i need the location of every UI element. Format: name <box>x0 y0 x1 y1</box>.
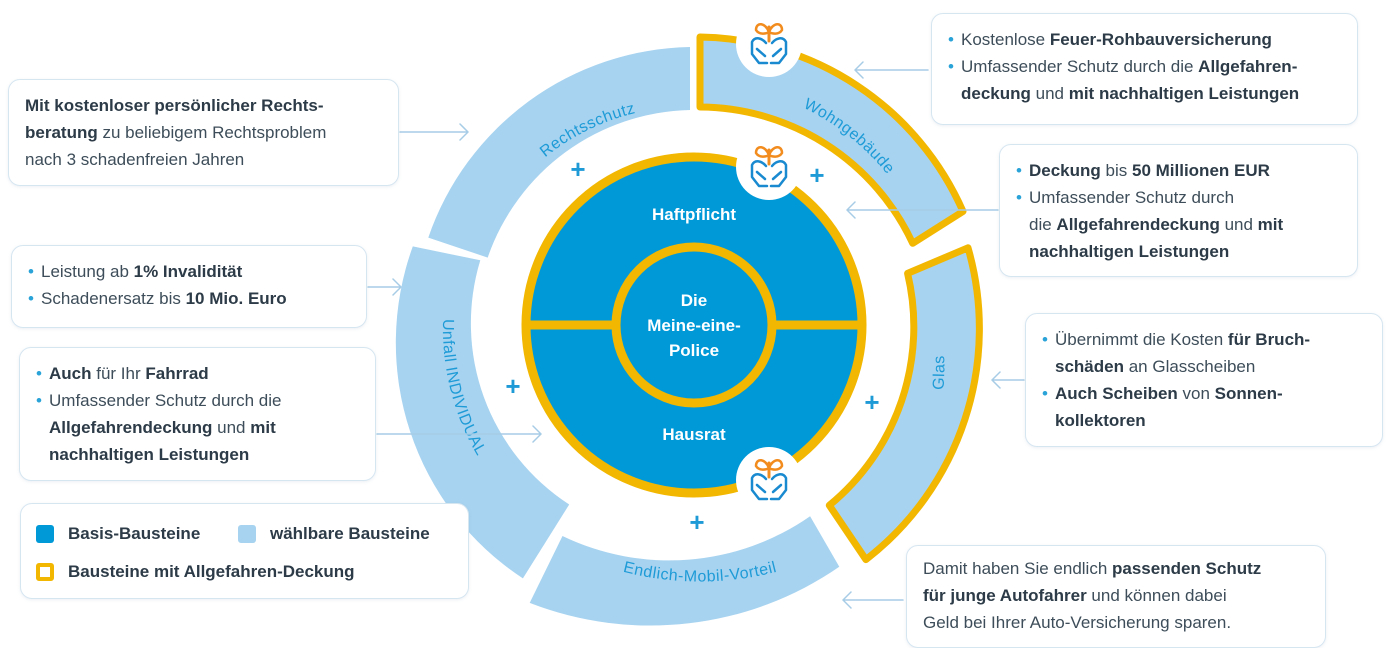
legend-item-optional: wählbare Bausteine <box>238 524 430 544</box>
arrow-hausrat <box>376 425 542 443</box>
card-haftpflicht: Deckung bis 50 Millionen EUR Umfassender… <box>999 144 1358 277</box>
segment-wohngebaeude <box>696 33 967 247</box>
segment-glas <box>825 244 983 564</box>
segment-unfall <box>395 246 570 579</box>
arrow-glas <box>991 371 1025 389</box>
legend-swatch-allrisk <box>36 563 54 581</box>
center-circle <box>611 242 777 408</box>
card-wohngebaeude: Kostenlose Feuer-Rohbauversicherung Umfa… <box>931 13 1358 125</box>
card-bullet: Schadenersatz bis 10 Mio. Euro <box>28 285 352 312</box>
basis-label-hausrat: Hausrat <box>662 425 726 444</box>
card-bullet: Leistung ab 1% Invalidität <box>28 258 352 285</box>
legend-swatch-basis <box>36 525 54 543</box>
legend-label-allrisk: Bausteine mit Allgefahren-Deckung <box>68 562 355 581</box>
legend-label-optional: wählbare Bausteine <box>270 524 430 543</box>
arrow-wohngebaeude <box>854 61 929 79</box>
arrow-unfall <box>367 278 402 296</box>
card-bullet: Auch für Ihr Fahrrad <box>36 360 361 387</box>
card-bullet: Deckung bis 50 Millionen EUR <box>1016 157 1343 184</box>
center-title-line3: Police <box>669 341 719 360</box>
card-endlich-mobil: Damit haben Sie endlich passenden Schutz… <box>906 545 1326 648</box>
sustainability-hands-icon <box>734 132 804 202</box>
segment-endlich-mobil <box>529 516 840 626</box>
center-title-line2: Meine-eine- <box>647 316 741 335</box>
plus-icon: + <box>864 387 879 417</box>
legend-item-basis: Basis-Bausteine <box>36 524 200 544</box>
card-unfall: Leistung ab 1% Invalidität Schadenersatz… <box>11 245 367 328</box>
arrow-rechtsschutz <box>399 123 469 141</box>
card-rechtsschutz: Mit kostenloser persönlicher Rechts- ber… <box>8 79 399 186</box>
card-bullet: Umfassender Schutz durch die Allgefahren… <box>948 53 1343 107</box>
sustainability-hands-icon <box>734 445 804 515</box>
card-bullet: Kostenlose Feuer-Rohbauversicherung <box>948 26 1343 53</box>
card-hausrat: Auch für Ihr Fahrrad Umfassender Schutz … <box>19 347 376 481</box>
card-bullet: Übernimmt die Kosten für Bruch-schäden a… <box>1042 326 1368 380</box>
legend: Basis-Bausteine wählbare Bausteine Baust… <box>20 503 469 599</box>
center-title-line1: Die <box>681 291 707 310</box>
plus-icon: + <box>570 154 585 184</box>
card-bullet: Umfassender Schutz durch dieAllgefahrend… <box>36 387 361 468</box>
basis-label-haftpflicht: Haftpflicht <box>652 205 736 224</box>
plus-icon: + <box>689 507 704 537</box>
card-bullet: Auch Scheiben von Sonnen-kollektoren <box>1042 380 1368 434</box>
legend-item-allrisk: Bausteine mit Allgefahren-Deckung <box>36 562 355 582</box>
card-glas: Übernimmt die Kosten für Bruch-schäden a… <box>1025 313 1383 447</box>
plus-icon: + <box>809 160 824 190</box>
segment-label-glas: Glas <box>930 355 948 390</box>
legend-swatch-optional <box>238 525 256 543</box>
legend-label-basis: Basis-Bausteine <box>68 524 201 543</box>
arrow-endlich-mobil <box>842 591 904 609</box>
segment-rechtsschutz <box>428 47 690 258</box>
arrow-haftpflicht <box>846 201 999 219</box>
sustainability-hands-icon <box>734 9 804 79</box>
plus-icon: + <box>505 371 520 401</box>
